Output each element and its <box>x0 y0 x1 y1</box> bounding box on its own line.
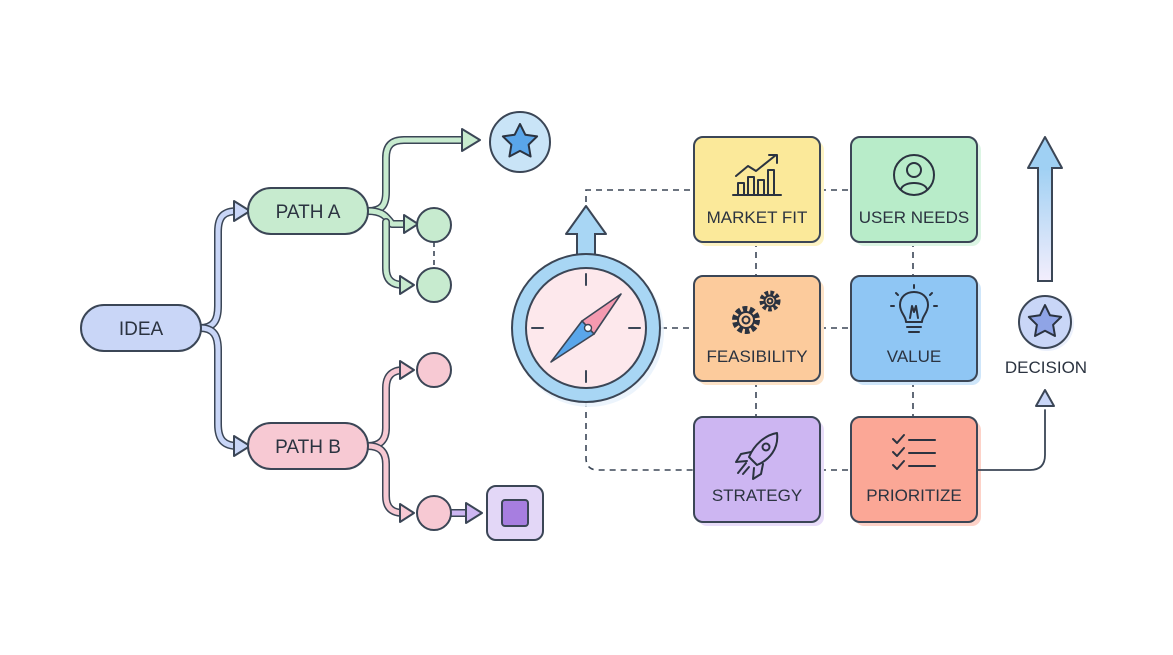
grid-dashed-connectors <box>585 189 914 471</box>
idea-label: IDEA <box>119 319 164 340</box>
path-a-label: PATH A <box>276 202 341 223</box>
square-icon <box>501 499 529 527</box>
path-a-branch-connector <box>364 136 468 289</box>
star-icon <box>1027 304 1063 337</box>
market-fit-card[interactable]: MARKET FIT <box>693 136 824 246</box>
path-b-option-node[interactable] <box>416 352 452 388</box>
strategy-card[interactable]: STRATEGY <box>693 416 824 526</box>
lightbulb-icon <box>890 284 938 333</box>
star-target-node[interactable] <box>489 111 551 173</box>
compass-icon <box>511 205 664 407</box>
prioritize-card[interactable]: PRIORITIZE <box>850 416 981 526</box>
user-icon <box>893 154 935 196</box>
path-a-option-node[interactable] <box>416 267 452 303</box>
feasibility-label: FEASIBILITY <box>706 347 807 366</box>
prioritize-label: PRIORITIZE <box>866 486 961 505</box>
market-fit-label: MARKET FIT <box>707 208 808 227</box>
value-card[interactable]: VALUE <box>850 275 981 385</box>
strategy-label: STRATEGY <box>712 486 802 505</box>
path-a-option-node[interactable] <box>416 207 452 243</box>
user-needs-label: USER NEEDS <box>859 208 970 227</box>
path-b-branch-connector <box>364 366 474 517</box>
path-b-node[interactable]: PATH B <box>247 422 369 470</box>
idea-node[interactable]: IDEA <box>80 304 202 352</box>
bar-chart-growth-icon <box>732 154 782 196</box>
decision-label: DECISION <box>1005 358 1087 377</box>
path-b-label: PATH B <box>275 437 341 458</box>
value-label: VALUE <box>887 347 942 366</box>
user-needs-card[interactable]: USER NEEDS <box>850 136 981 246</box>
path-b-option-node[interactable] <box>416 495 452 531</box>
rocket-icon <box>735 432 779 480</box>
path-a-node[interactable]: PATH A <box>247 187 369 235</box>
decision-up-arrow <box>1027 136 1063 282</box>
decision-connector <box>976 389 1055 471</box>
gears-icon <box>732 290 781 334</box>
star-icon <box>501 123 539 158</box>
square-target-node[interactable] <box>486 485 544 541</box>
idea-branch-connector <box>196 207 242 450</box>
checklist-icon <box>892 434 936 470</box>
decision-node[interactable] <box>1018 295 1074 351</box>
feasibility-card[interactable]: FEASIBILITY <box>693 275 824 385</box>
